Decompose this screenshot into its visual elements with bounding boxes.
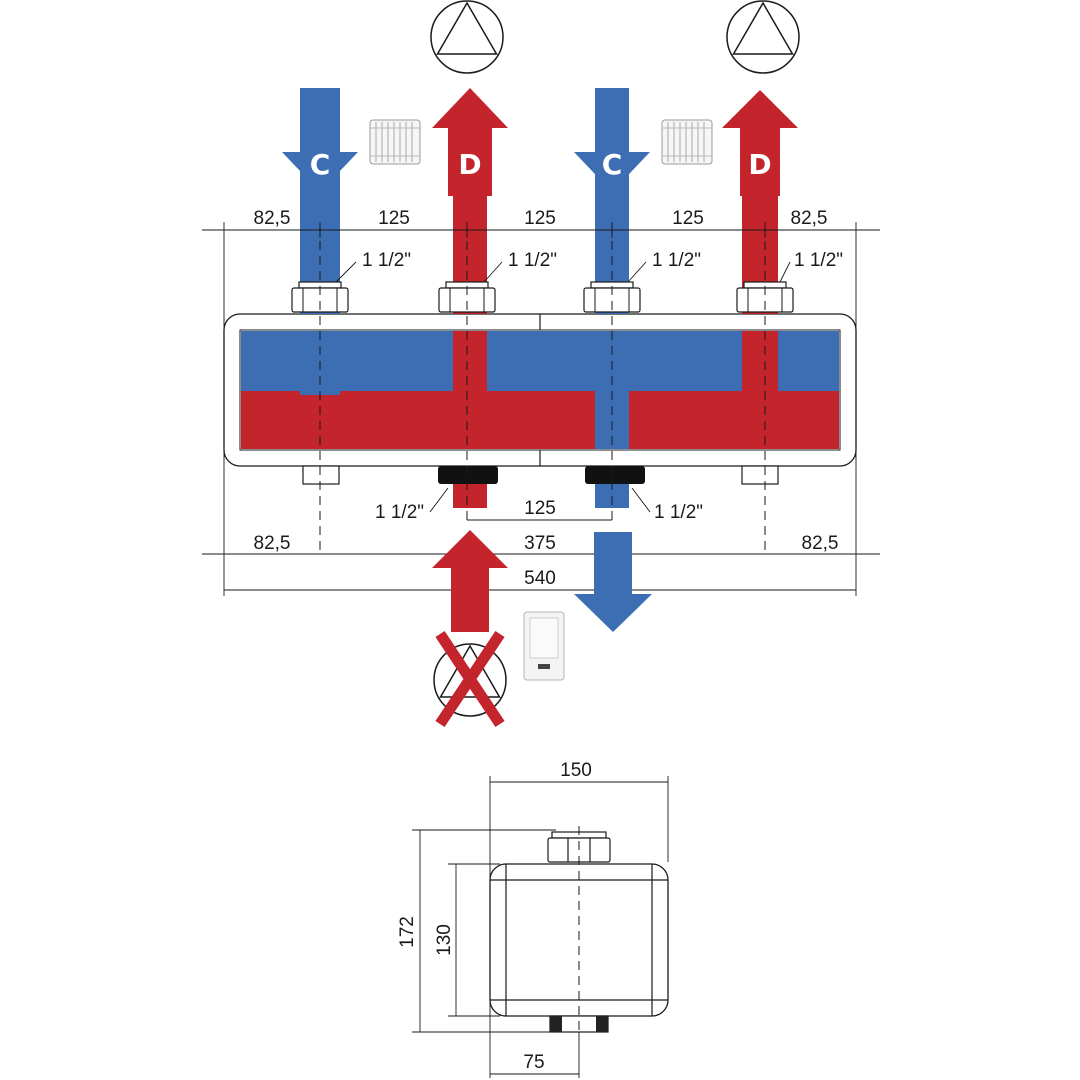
cold-zone xyxy=(241,331,839,391)
svg-text:C: C xyxy=(602,148,623,181)
dim-top: 125 xyxy=(524,208,556,229)
thread-label: 1 1/2" xyxy=(508,250,557,271)
dim-side-height-body: 130 xyxy=(434,924,455,956)
boiler-icon xyxy=(523,611,565,681)
separator-body xyxy=(223,313,857,485)
pump-icon xyxy=(430,0,504,74)
pump-icon xyxy=(726,0,800,74)
side-view xyxy=(412,776,669,1078)
cold-outlet-arrow xyxy=(574,532,652,632)
hot-zone xyxy=(241,391,839,449)
dim-side-width: 150 xyxy=(560,760,592,781)
thread-label: 1 1/2" xyxy=(362,250,411,271)
dim-side-height-total: 172 xyxy=(397,916,418,948)
center-lines xyxy=(319,226,766,556)
hot-arrow: D xyxy=(722,90,798,314)
dim-top-right: 82,5 xyxy=(791,208,828,229)
radiator-icon xyxy=(369,119,421,165)
dim-total: 540 xyxy=(524,568,556,589)
dim-top: 125 xyxy=(378,208,410,229)
hot-inlet-arrow xyxy=(432,530,508,632)
thread-label: 1 1/2" xyxy=(652,250,701,271)
thread-label: 1 1/2" xyxy=(654,502,703,523)
bottom-connector xyxy=(585,466,645,484)
bottom-dimension-line xyxy=(202,553,880,591)
thread-label: 1 1/2" xyxy=(794,250,843,271)
svg-text:C: C xyxy=(310,148,331,181)
cold-arrow: C xyxy=(282,88,358,314)
top-dimension-line xyxy=(202,222,880,596)
cold-arrow: C xyxy=(574,88,650,314)
radiator-icon xyxy=(661,119,713,165)
svg-text:D: D xyxy=(458,148,481,181)
thread-label: 1 1/2" xyxy=(375,502,424,523)
dim-inner: 125 xyxy=(524,498,556,519)
svg-text:D: D xyxy=(748,148,771,181)
dim-bottom-left: 82,5 xyxy=(254,533,291,554)
dim-bottom-right: 82,5 xyxy=(802,533,839,554)
thread-leaders xyxy=(335,261,791,283)
dim-top: 125 xyxy=(672,208,704,229)
dim-side-offset: 75 xyxy=(523,1052,544,1073)
bottom-connector xyxy=(438,466,498,484)
dim-bottom-center: 375 xyxy=(524,533,556,554)
hot-arrow: D xyxy=(432,88,508,314)
dim-top-left: 82,5 xyxy=(254,208,291,229)
cross-icon xyxy=(435,630,505,728)
